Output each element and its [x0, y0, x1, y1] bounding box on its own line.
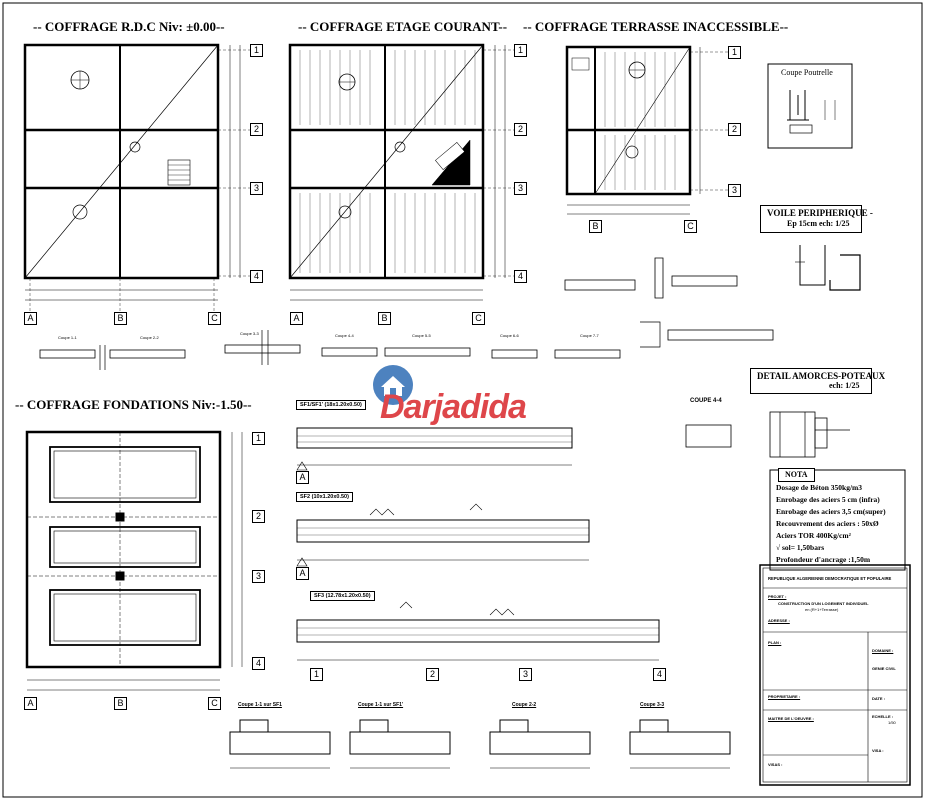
tb-proprietaire-label: PROPRIETAIRE : — [768, 694, 801, 699]
title-fondations: -- COFFRAGE FONDATIONS Niv:-1.50-- — [15, 397, 252, 412]
voile-detail — [795, 245, 861, 291]
section-top-4: Coupe 4-4 — [335, 333, 354, 338]
coupes-bottom — [229, 719, 731, 769]
nota-panel: NOTA Dosage de Béton 350kg/m3 Enrobage d… — [776, 464, 906, 566]
axis-fond-b: B — [114, 697, 127, 710]
section-bottom-1: Coupe 1-1 sur SF1 — [238, 702, 282, 708]
coupe-poutrelle-detail — [767, 63, 853, 149]
plan-terrasse — [565, 45, 730, 215]
voile-title-line1: VOILE PERIPHERIQUE - — [767, 208, 873, 218]
voile-title-line2: Ep 15cm ech: 1/25 — [787, 219, 850, 228]
axis-sf3-3: 3 — [519, 668, 532, 681]
tb-date-label: DATE : — [872, 696, 886, 701]
section-top-5: Coupe 5-5 — [412, 333, 431, 338]
sf1-label: SF1/SF1' (18x1.20x0.50) — [296, 400, 366, 410]
watermark-brand: Darjadida — [380, 388, 527, 426]
house-icon — [373, 365, 413, 405]
tb-maitre-label: MAITRE DE L'OEUVRE : — [768, 716, 814, 721]
semelles-details — [296, 427, 660, 661]
axis-etage-b: B — [378, 312, 391, 325]
tb-visa-label: VISA : — [872, 748, 884, 753]
nota-item: Enrobage des aciers 5 cm (infra) — [776, 495, 880, 504]
amorces-title-line2: ech: 1/25 — [829, 381, 860, 390]
amorces-title-box: DETAIL AMORCES-POTEAUX ech: 1/25 — [750, 368, 885, 394]
axis-rdc-3: 3 — [250, 182, 263, 195]
sf2-label: SF2 (10x1.20x0.50) — [296, 492, 353, 502]
axis-terrasse-b: B — [589, 220, 602, 233]
axis-etage-2: 2 — [514, 123, 527, 136]
axis-fond-4: 4 — [252, 657, 265, 670]
axis-rdc-b: B — [114, 312, 127, 325]
axis-etage-a: A — [290, 312, 303, 325]
axis-fond-a: A — [24, 697, 37, 710]
axis-fond-3: 3 — [252, 570, 265, 583]
axis-sf-a1: A — [296, 471, 309, 484]
plan-rdc — [23, 43, 255, 312]
axis-rdc-c: C — [208, 312, 221, 325]
sf3-label: SF3 (12.78x1.20x0.50) — [310, 591, 375, 601]
section-top-7: Coupe 7-7 — [580, 333, 599, 338]
axis-sf3-4: 4 — [653, 668, 666, 681]
tb-projet-text: CONSTRUCTION D'UN LOGEMENT INDIVIDUEL — [778, 601, 869, 606]
axis-terrasse-1: 1 — [728, 46, 741, 59]
section-top-1: Coupe 1-1 — [58, 335, 77, 340]
tb-domaine-label: DOMAINE : — [872, 648, 894, 653]
axis-etage-c: C — [472, 312, 485, 325]
axis-terrasse-2: 2 — [728, 123, 741, 136]
voile-title-box: VOILE PERIPHERIQUE - Ep 15cm ech: 1/25 — [760, 205, 873, 233]
title-block-frame — [759, 564, 911, 786]
section-top-6: Coupe 6-6 — [500, 333, 519, 338]
plan-etage — [288, 43, 515, 301]
axis-sf3-2: 2 — [426, 668, 439, 681]
tb-header: REPUBLIQUE ALGERIENNE DEMOCRATIQUE ET PO… — [768, 576, 892, 581]
title-etage: -- COFFRAGE ETAGE COURANT-- — [298, 19, 508, 34]
tb-plan-label: PLAN : — [768, 640, 782, 645]
axis-etage-1: 1 — [514, 44, 527, 57]
nota-item: Profondeur d'ancrage :1,50m — [776, 555, 871, 564]
axis-etage-4: 4 — [514, 270, 527, 283]
section-bottom-3: Coupe 2-2 — [512, 702, 537, 708]
axis-rdc-4: 4 — [250, 270, 263, 283]
nota-title: NOTA — [778, 468, 815, 482]
plan-fondations — [25, 430, 243, 691]
nota-item: Recouvrement des aciers : 50xØ — [776, 519, 879, 528]
amorces-title-line1: DETAIL AMORCES-POTEAUX — [757, 371, 886, 381]
nota-item: √ sol= 1,50bars — [776, 543, 825, 552]
coupes-row — [39, 330, 621, 370]
axis-rdc-1: 1 — [250, 44, 263, 57]
tb-domaine-value: GENIE CIVIL — [872, 666, 896, 671]
nota-item: Enrobage des aciers 3,5 cm(super) — [776, 507, 886, 516]
section-top-3: Coupe 3-3 — [240, 331, 259, 336]
title-rdc: -- COFFRAGE R.D.C Niv: ±0.00-- — [33, 19, 225, 34]
section-bottom-2: Coupe 1-1 sur SF1' — [358, 702, 404, 708]
coupes-details-mid — [564, 257, 774, 348]
axis-sf-a2: A — [296, 567, 309, 580]
nota-box — [769, 469, 906, 571]
nota-item: Dosage de Béton 350kg/m3 — [776, 483, 863, 492]
section-bottom-4: Coupe 3-3 — [640, 702, 665, 708]
watermark-logo: Darjadida — [372, 364, 572, 434]
tb-visas-label: VISAS : — [768, 762, 783, 767]
tb-adresse-label: ADRESSE : — [768, 618, 790, 623]
coupe-poutrelle-title: Coupe Poutrelle — [781, 68, 833, 77]
tb-echelle-label: ECHELLE : — [872, 714, 894, 719]
axis-fond-c: C — [208, 697, 221, 710]
axis-sf3-1: 1 — [310, 668, 323, 681]
axis-etage-3: 3 — [514, 182, 527, 195]
section-top-2: Coupe 2-2 — [140, 335, 159, 340]
amorces-details — [685, 411, 850, 458]
axis-terrasse-3: 3 — [728, 184, 741, 197]
axis-rdc-2: 2 — [250, 123, 263, 136]
title-terrasse: -- COFFRAGE TERRASSE INACCESSIBLE-- — [523, 19, 789, 34]
coupe44-title: COUPE 4-4 — [690, 398, 722, 404]
axis-fond-1: 1 — [252, 432, 265, 445]
axis-terrasse-c: C — [684, 220, 697, 233]
tb-projet-label: PROJET : — [768, 594, 787, 599]
axis-fond-2: 2 — [252, 510, 265, 523]
axis-rdc-a: A — [24, 312, 37, 325]
nota-item: Aciers TOR 400Kg/cm² — [776, 531, 851, 540]
tb-echelle-value: 1/50 — [888, 720, 896, 725]
tb-projet-sub: en (R+1+Terrasse) — [805, 607, 839, 612]
